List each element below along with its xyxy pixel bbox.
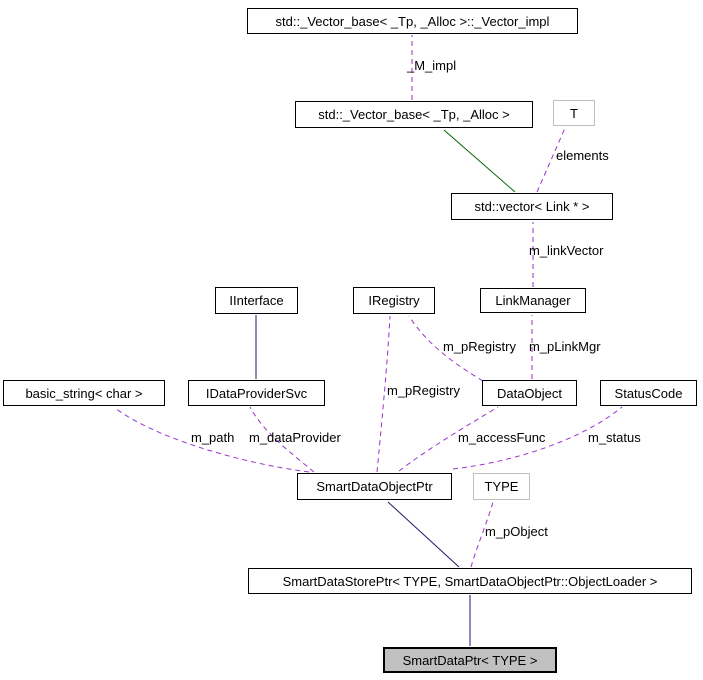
edge-label-m-linkvector: m_linkVector [529, 243, 604, 258]
node-iinterface[interactable]: IInterface [215, 287, 298, 314]
edge-m-status [452, 406, 623, 470]
edge-label-m-pregistry-smart: m_pRegistry [387, 383, 460, 398]
node-smartdatastoreptr[interactable]: SmartDataStorePtr< TYPE, SmartDataObject… [248, 568, 692, 594]
edge-label-m-status: m_status [588, 430, 641, 445]
edge-label-m-pobject: m_pObject [485, 524, 548, 539]
node-statuscode[interactable]: StatusCode [600, 380, 697, 406]
edge-storeptr-smartdataobjectptr [387, 501, 460, 568]
edge-label-m-accessfunc: m_accessFunc [458, 430, 546, 445]
node-basic-string[interactable]: basic_string< char > [3, 380, 165, 406]
edge-label-elements: elements [556, 148, 609, 163]
edge-elements [536, 127, 566, 193]
node-smartdataobjectptr[interactable]: SmartDataObjectPtr [297, 473, 452, 500]
node-idataprovidersvc[interactable]: IDataProviderSvc [188, 380, 325, 406]
edge-m-accessfunc [398, 406, 499, 472]
edge-m-path [114, 407, 310, 473]
node-vector-base[interactable]: std::_Vector_base< _Tp, _Alloc > [295, 101, 533, 128]
node-t-param: T [553, 100, 595, 126]
node-linkmanager[interactable]: LinkManager [480, 288, 586, 313]
edge-label-m-plinkmgr: m_pLinkMgr [529, 339, 601, 354]
edge-m-pregistry-smart [376, 315, 391, 473]
node-smartdataptr: SmartDataPtr< TYPE > [383, 647, 557, 673]
node-vector-link[interactable]: std::vector< Link * > [451, 193, 613, 220]
edge-label-m-impl: _M_impl [407, 58, 457, 73]
edge-label-m-path: m_path [191, 430, 235, 445]
node-vector-impl[interactable]: std::_Vector_base< _Tp, _Alloc >::_Vecto… [247, 8, 578, 34]
node-dataobject[interactable]: DataObject [482, 380, 577, 406]
edge-m-dataprovider [249, 406, 315, 473]
node-type-param: TYPE [473, 473, 530, 500]
edge-label-m-dataprovider: m_dataProvider [249, 430, 341, 445]
node-iregistry[interactable]: IRegistry [353, 287, 435, 314]
edge-m-pregistry-dataobject [408, 315, 484, 382]
edge-vector-vectorbase [443, 129, 516, 193]
edge-label-m-pregistry-dataobj: m_pRegistry [443, 339, 516, 354]
